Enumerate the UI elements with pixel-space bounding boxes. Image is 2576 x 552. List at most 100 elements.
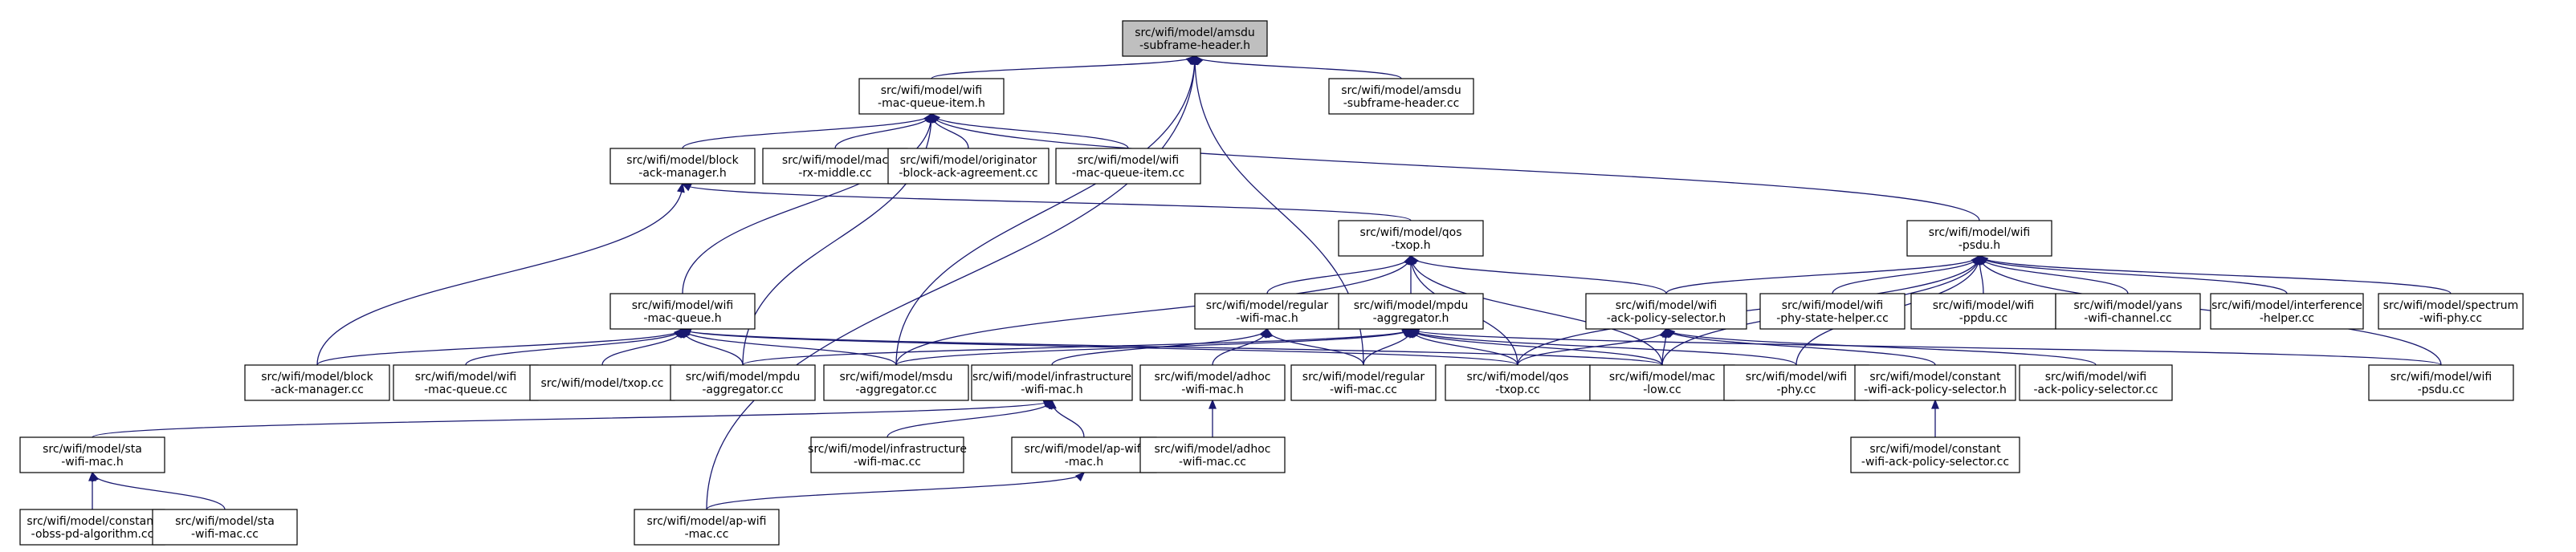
node-label: src/wifi/model/adhoc bbox=[1155, 371, 1271, 384]
root-file-node[interactable]: src/wifi/model/amsdu-subframe-header.h bbox=[1122, 20, 1268, 57]
node-box bbox=[810, 436, 964, 473]
dependency-edge bbox=[1048, 399, 1085, 438]
node-label: src/wifi/model/sta bbox=[175, 515, 275, 528]
file-node[interactable]: src/wifi/model/constant-wifi-ack-policy-… bbox=[1850, 436, 2020, 473]
node-box bbox=[393, 364, 539, 401]
node-box bbox=[1585, 293, 1747, 330]
edge-line bbox=[682, 328, 897, 366]
edge-line bbox=[1979, 255, 2452, 294]
edge-line bbox=[931, 113, 1980, 221]
node-box bbox=[609, 293, 756, 330]
edge-line bbox=[682, 113, 932, 149]
file-node[interactable]: src/wifi/model/regular-wifi-mac.h bbox=[1194, 293, 1340, 330]
file-node[interactable]: src/wifi/model/wifi-ppdu.cc bbox=[1910, 293, 2056, 330]
edge-line bbox=[887, 400, 1053, 438]
file-node[interactable]: src/wifi/model/wifi-phy.cc bbox=[1723, 364, 1869, 401]
file-node[interactable]: src/wifi/model/wifi-mac-queue.cc bbox=[393, 364, 539, 401]
file-node[interactable]: src/wifi/model/adhoc-wifi-mac.cc bbox=[1139, 436, 1286, 473]
node-label: src/wifi/model/wifi bbox=[1782, 299, 1884, 312]
node-label: src/wifi/model/infrastructure bbox=[808, 443, 967, 456]
file-node[interactable]: src/wifi/model/wifi-phy-state-helper.cc bbox=[1759, 293, 1906, 330]
edge-line bbox=[92, 400, 1053, 438]
edge-line bbox=[1517, 255, 1980, 366]
file-node[interactable]: src/wifi/model/constant-wifi-ack-policy-… bbox=[1854, 364, 2016, 401]
edge-line bbox=[742, 328, 1412, 366]
node-label: src/wifi/model/qos bbox=[1466, 371, 1568, 384]
node-label: -ack-manager.h bbox=[638, 167, 726, 180]
node-label: src/wifi/model/wifi bbox=[1616, 299, 1718, 312]
edge-arrowhead bbox=[1408, 254, 1417, 266]
node-label: -ack-policy-selector.cc bbox=[2034, 384, 2158, 396]
file-node[interactable]: src/wifi/model/txop.cc bbox=[529, 364, 675, 401]
node-label: -block-ack-agreement.cc bbox=[899, 167, 1037, 180]
file-node[interactable]: src/wifi/model/wifi-mac-queue-item.cc bbox=[1055, 148, 1201, 185]
node-box bbox=[1122, 20, 1268, 57]
file-node[interactable]: src/wifi/model/constant-obss-pd-algorith… bbox=[19, 509, 165, 546]
node-box bbox=[1906, 220, 2052, 257]
file-node[interactable]: src/wifi/model/infrastructure-wifi-mac.h bbox=[971, 364, 1133, 401]
edge-layer bbox=[88, 55, 2452, 510]
edge-line bbox=[895, 55, 1196, 366]
file-node[interactable]: src/wifi/model/wifi-mac-queue.h bbox=[609, 293, 756, 330]
file-node[interactable]: src/wifi/model/yans-wifi-channel.cc bbox=[2055, 293, 2201, 330]
edge-line bbox=[465, 328, 683, 366]
file-node[interactable]: src/wifi/model/wifi-mac-queue-item.h bbox=[858, 78, 1005, 115]
node-box bbox=[1910, 293, 2056, 330]
edge-line bbox=[682, 113, 932, 294]
node-box bbox=[1055, 148, 1201, 185]
node-box bbox=[152, 509, 298, 546]
dependency-edge bbox=[1409, 327, 2442, 366]
file-node[interactable]: src/wifi/model/block-ack-manager.cc bbox=[244, 364, 390, 401]
file-node[interactable]: src/wifi/model/sta-wifi-mac.h bbox=[19, 436, 165, 473]
file-node[interactable]: src/wifi/model/msdu-aggregator.cc bbox=[823, 364, 969, 401]
file-node[interactable]: src/wifi/model/wifi-psdu.cc bbox=[2368, 364, 2514, 401]
node-label: src/wifi/model/qos bbox=[1359, 226, 1461, 239]
file-node[interactable]: src/wifi/model/interference-helper.cc bbox=[2210, 293, 2364, 330]
node-layer: src/wifi/model/amsdu-subframe-header.h sr… bbox=[19, 20, 2524, 546]
node-label: src/wifi/model/block bbox=[626, 154, 739, 167]
node-label: src/wifi/model/regular bbox=[1302, 371, 1425, 384]
file-node[interactable]: src/wifi/model/qos-txop.h bbox=[1338, 220, 1484, 257]
node-box bbox=[1854, 364, 2016, 401]
edge-line bbox=[682, 328, 1663, 366]
node-label: src/wifi/model/originator bbox=[900, 154, 1037, 167]
node-box bbox=[823, 364, 969, 401]
dependency-edge bbox=[1665, 327, 2097, 366]
node-label: src/wifi/model/interference bbox=[2211, 299, 2362, 312]
file-node[interactable]: src/wifi/model/ap-wifi-mac.cc bbox=[634, 509, 780, 546]
file-node[interactable]: src/wifi/model/infrastructure-wifi-mac.c… bbox=[808, 436, 967, 473]
edge-line bbox=[1410, 328, 1797, 366]
file-node[interactable]: src/wifi/model/mac-rx-middle.cc bbox=[762, 148, 908, 185]
file-node[interactable]: src/wifi/model/qos-txop.cc bbox=[1445, 364, 1591, 401]
file-node[interactable]: src/wifi/model/block-ack-manager.h bbox=[609, 148, 756, 185]
node-box bbox=[762, 148, 908, 185]
file-node[interactable]: src/wifi/model/wifi-ack-policy-selector.… bbox=[2019, 364, 2173, 401]
node-box bbox=[2055, 293, 2201, 330]
node-label: -wifi-phy.cc bbox=[2419, 312, 2482, 325]
node-label: -mac.h bbox=[1065, 456, 1103, 469]
file-node[interactable]: src/wifi/model/mpdu-aggregator.cc bbox=[670, 364, 816, 401]
file-node[interactable]: src/wifi/model/mac-low.cc bbox=[1589, 364, 1735, 401]
node-label: src/wifi/model/constant bbox=[1869, 443, 2001, 456]
file-node[interactable]: src/wifi/model/sta-wifi-mac.cc bbox=[152, 509, 298, 546]
node-label: src/wifi/model/msdu bbox=[839, 371, 952, 384]
node-label: -phy.cc bbox=[1777, 384, 1816, 396]
node-box bbox=[1759, 293, 1906, 330]
file-node[interactable]: src/wifi/model/wifi-ack-policy-selector.… bbox=[1585, 293, 1747, 330]
file-node[interactable]: src/wifi/model/amsdu-subframe-header.cc bbox=[1328, 78, 1474, 115]
file-node[interactable]: src/wifi/model/originator-block-ack-agre… bbox=[887, 148, 1050, 185]
edge-arrowhead bbox=[1048, 399, 1057, 410]
file-node[interactable]: src/wifi/model/spectrum-wifi-phy.cc bbox=[2378, 293, 2524, 330]
file-node[interactable]: src/wifi/model/wifi-psdu.h bbox=[1906, 220, 2052, 257]
file-node[interactable]: src/wifi/model/ap-wifi-mac.h bbox=[1011, 436, 1157, 473]
edge-arrowhead bbox=[91, 471, 100, 482]
dependency-edge bbox=[316, 327, 684, 366]
dependency-edge bbox=[91, 471, 226, 510]
node-label: -aggregator.h bbox=[1373, 312, 1449, 325]
file-node[interactable]: src/wifi/model/regular-wifi-mac.cc bbox=[1290, 364, 1437, 401]
file-node[interactable]: src/wifi/model/mpdu-aggregator.h bbox=[1338, 293, 1484, 330]
file-node[interactable]: src/wifi/model/adhoc-wifi-mac.h bbox=[1139, 364, 1286, 401]
edge-line bbox=[706, 472, 1085, 510]
node-label: src/wifi/model/mac bbox=[1609, 371, 1715, 384]
node-label: -psdu.cc bbox=[2418, 384, 2465, 396]
